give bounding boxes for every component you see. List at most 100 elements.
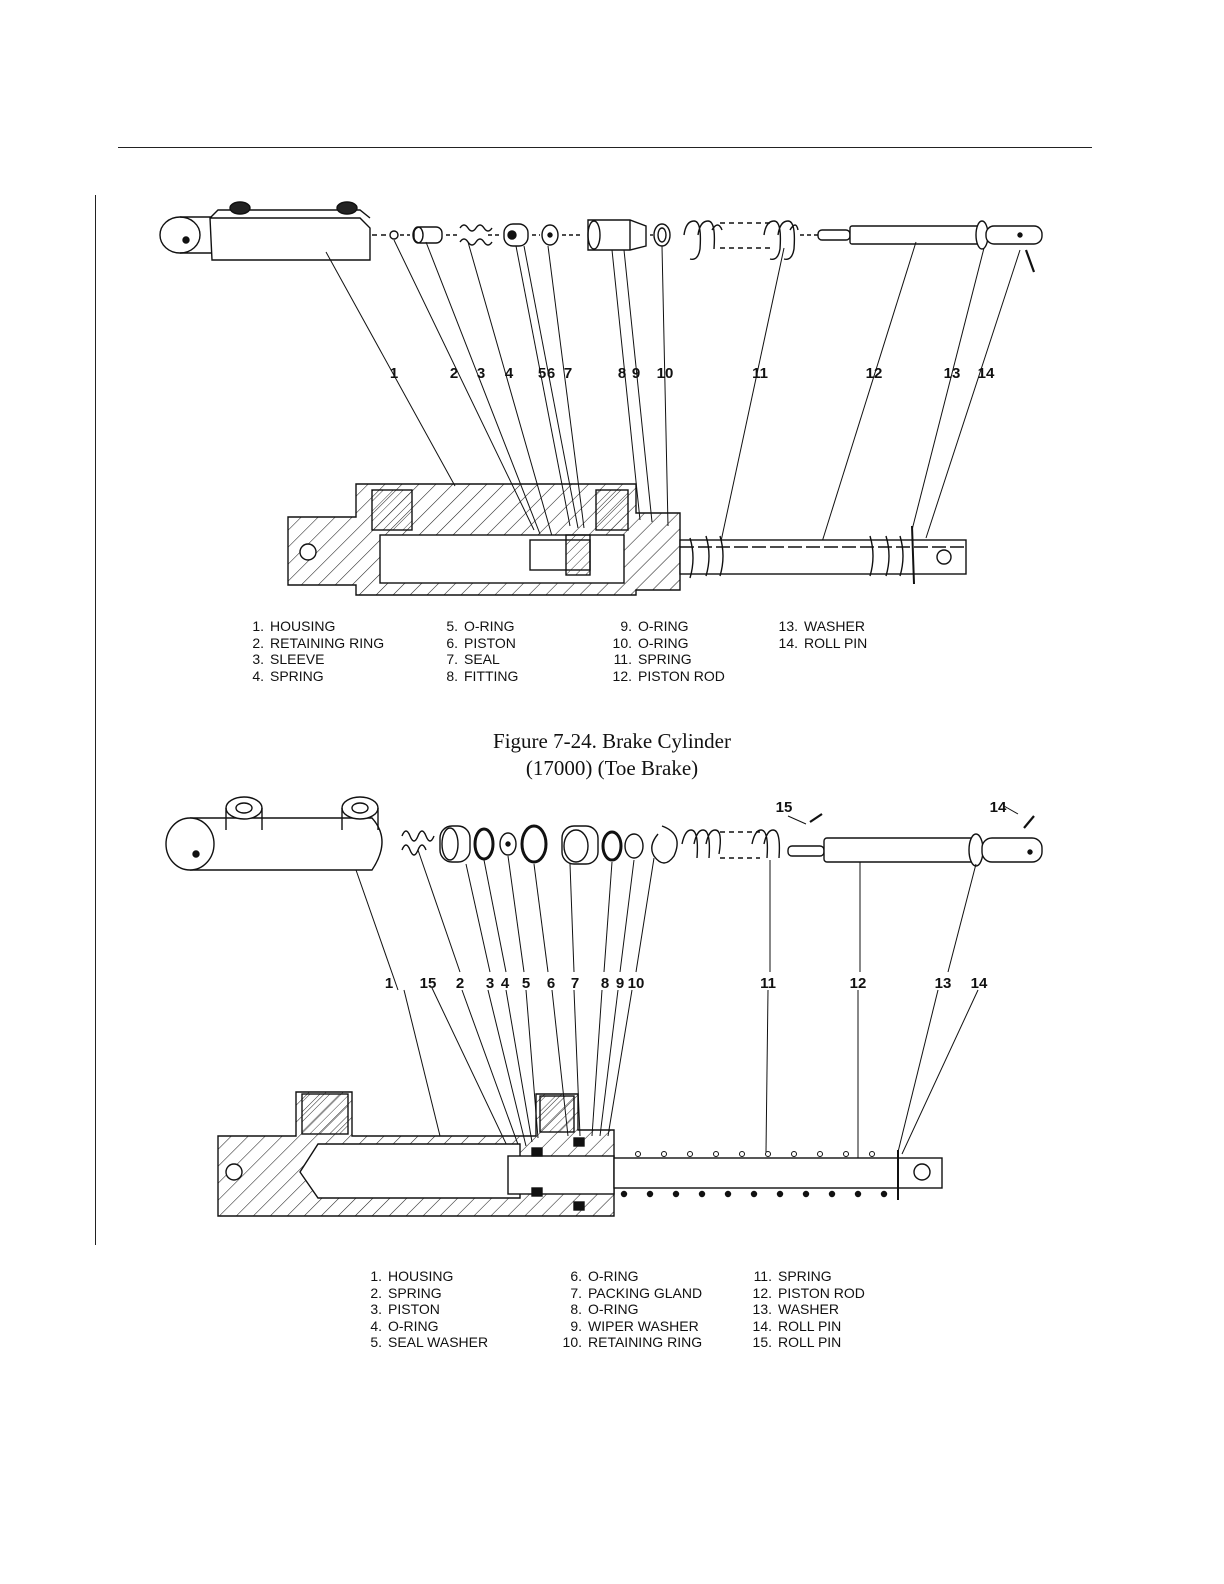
legend-item-label: ROLL PIN [804,634,868,651]
assembled-cylinder-section [217,1091,943,1217]
callout-number: 4 [501,975,510,992]
legend-item-label: SPRING [638,651,692,668]
legend-item-label: O-RING [588,1268,639,1284]
legend-item-label: SPRING [778,1268,832,1284]
callout-number: 1 [385,975,393,992]
callout-number: 5 [522,975,530,992]
callout-number: 14 [971,975,988,992]
legend-item-number: 14. [752,1317,772,1334]
legend-item: 3. PISTON [366,1301,488,1318]
top-rule [118,147,1092,148]
legend-item-number: 4. [370,1317,382,1334]
legend-item-label: FITTING [464,667,519,684]
legend-item-label: SEAL WASHER [388,1334,489,1351]
legend-item-number: 7. [570,1284,582,1301]
legend-item: 12.PISTON ROD [610,668,725,685]
callout-number: 9 [632,365,640,382]
legend-item-number: 3. [252,651,264,668]
legend-item-label: ROLL PIN [778,1317,842,1334]
legend-item-label: RETAINING RING [270,634,385,651]
callout-number: 14 [990,799,1007,816]
exploded-small-parts [372,219,818,260]
legend-item-number: 14. [778,634,798,651]
legend-item: 13.WASHER [776,618,867,635]
callout-number: 12 [866,365,883,382]
legend-item-number: 10. [612,634,632,651]
legend-item-number: 11. [613,651,632,668]
legend-item-label: PACKING GLAND [588,1284,703,1301]
assembled-cylinder-section [287,483,967,596]
legend-item: 6. PISTON [442,635,518,652]
callout-number: 13 [935,975,952,992]
legend-item-label: SLEEVE [270,651,325,668]
legend-item-number: 4. [252,667,264,684]
figure-caption-line-2: (17000) (Toe Brake) [525,756,699,780]
callout-number: 15 [420,975,437,992]
legend-item: 11. SPRING [610,651,725,668]
callout-number: 10 [657,365,674,382]
legend-item: 8.O-RING [560,1301,702,1318]
legend-item: 4. SPRING [248,668,384,685]
callout-number: 1 [390,365,398,382]
legend-item: 10.O-RING [610,635,725,652]
legend-item: 14. ROLL PIN [776,634,868,652]
legend-item-label: SPRING [388,1284,442,1301]
legend-item: 13.WASHER [750,1301,865,1318]
legend-item: 6. O-RING [560,1268,702,1285]
callout-number: 9 [616,975,624,992]
legend-item-label: PISTON [388,1301,440,1318]
legend-item-number: 2. [252,634,264,651]
piston-rod-exploded-part [817,220,1043,273]
legend-item: 9.O-RING [610,618,725,635]
legend-item: 7.SEAL [442,651,518,668]
figure-caption-line-1: Figure 7-24. Brake Cylinder [493,729,731,753]
legend-item: 2. RETAINING RING [248,635,384,652]
legend-item-label: WIPER WASHER [588,1317,699,1334]
legend-item: 11. SPRING [750,1268,865,1285]
legend-item-number: 13. [752,1301,772,1318]
legend-item-label: PISTON [464,634,516,651]
legend-item-number: 5. [370,1334,382,1351]
legend-item-label: SPRING [270,667,324,684]
figure-1-leader-lines [325,239,1021,547]
legend-item-label: O-RING [638,618,689,634]
legend-item-number: 6. [446,634,458,651]
callout-number: 14 [978,365,995,382]
callout-number: 3 [477,365,485,382]
legend-item-label: PISTON ROD [638,667,725,684]
legend-item-number: 1. [370,1268,382,1284]
callout-number: 3 [486,975,494,992]
legend-item-label: HOUSING [388,1268,454,1284]
piston-rod-exploded-part [787,805,1043,867]
callout-number: 15 [776,799,793,816]
legend-item-number: 15. [752,1334,772,1351]
legend-item-label: WASHER [804,618,865,634]
legend-item: 10.RETAINING RING [560,1334,703,1351]
callout-number: 5 [538,365,546,382]
legend-item-number: 8. [446,667,458,684]
legend-item: 14. ROLL PIN [750,1318,865,1335]
legend-item-number: 11. [753,1268,772,1284]
legend-item: 8. FITTING [442,668,518,685]
callout-number: 11 [752,365,768,382]
legend-item-number: 7. [446,651,458,668]
legend-item-label: O-RING [588,1301,639,1318]
legend-item: 12.PISTON ROD [750,1285,865,1302]
housing-exploded-part [159,201,371,261]
legend-item-label: PISTON ROD [778,1284,865,1301]
legend-item: 15.ROLL PIN [750,1334,865,1351]
callout-number: 6 [547,365,555,382]
legend-item: 5. SEAL WASHER [366,1334,488,1351]
legend-item-number: 6. [570,1268,582,1284]
callout-number: 8 [601,975,609,992]
legend-item-label: O-RING [388,1317,439,1334]
callout-number: 13 [944,365,961,382]
legend-item-number: 1. [252,618,264,634]
legend-item-number: 3. [370,1301,382,1318]
